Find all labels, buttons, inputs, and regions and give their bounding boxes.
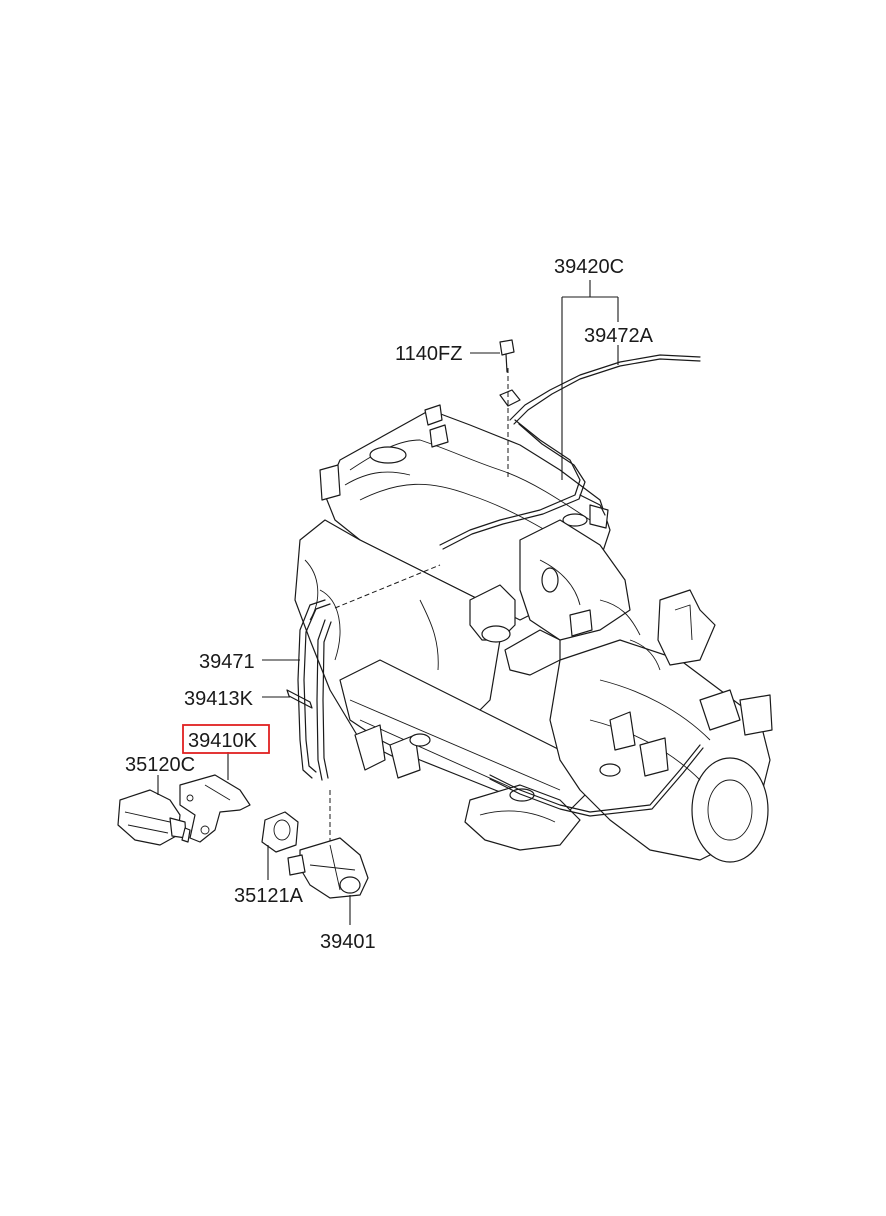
label-39413K: 39413K	[184, 688, 254, 710]
bracket-39410K	[179, 774, 251, 843]
bolt-1140FZ	[499, 339, 521, 407]
label-39472A: 39472A	[584, 325, 654, 347]
label-35120C: 35120C	[125, 754, 195, 776]
label-39410K: 39410K	[188, 730, 258, 752]
vacuum-hose-39471	[297, 599, 332, 781]
solenoid-valve-35120C	[117, 789, 191, 846]
leader-lines	[157, 280, 619, 925]
pipe-right	[489, 744, 701, 813]
sensor-39401	[287, 837, 369, 899]
engine-assembly	[294, 404, 773, 863]
highlight-box	[182, 724, 270, 754]
part-labels: 39420C 39472A 1140FZ 39471 39413K 39410K…	[125, 256, 654, 953]
rubber-mount-35121A	[261, 811, 299, 853]
label-39471: 39471	[199, 651, 255, 673]
label-1140FZ: 1140FZ	[395, 343, 462, 365]
label-39401: 39401	[320, 931, 376, 953]
assembly-lines	[329, 368, 509, 850]
label-39420C: 39420C	[554, 256, 624, 278]
label-35121A: 35121A	[234, 885, 304, 907]
vacuum-tube-39472A	[439, 354, 701, 550]
